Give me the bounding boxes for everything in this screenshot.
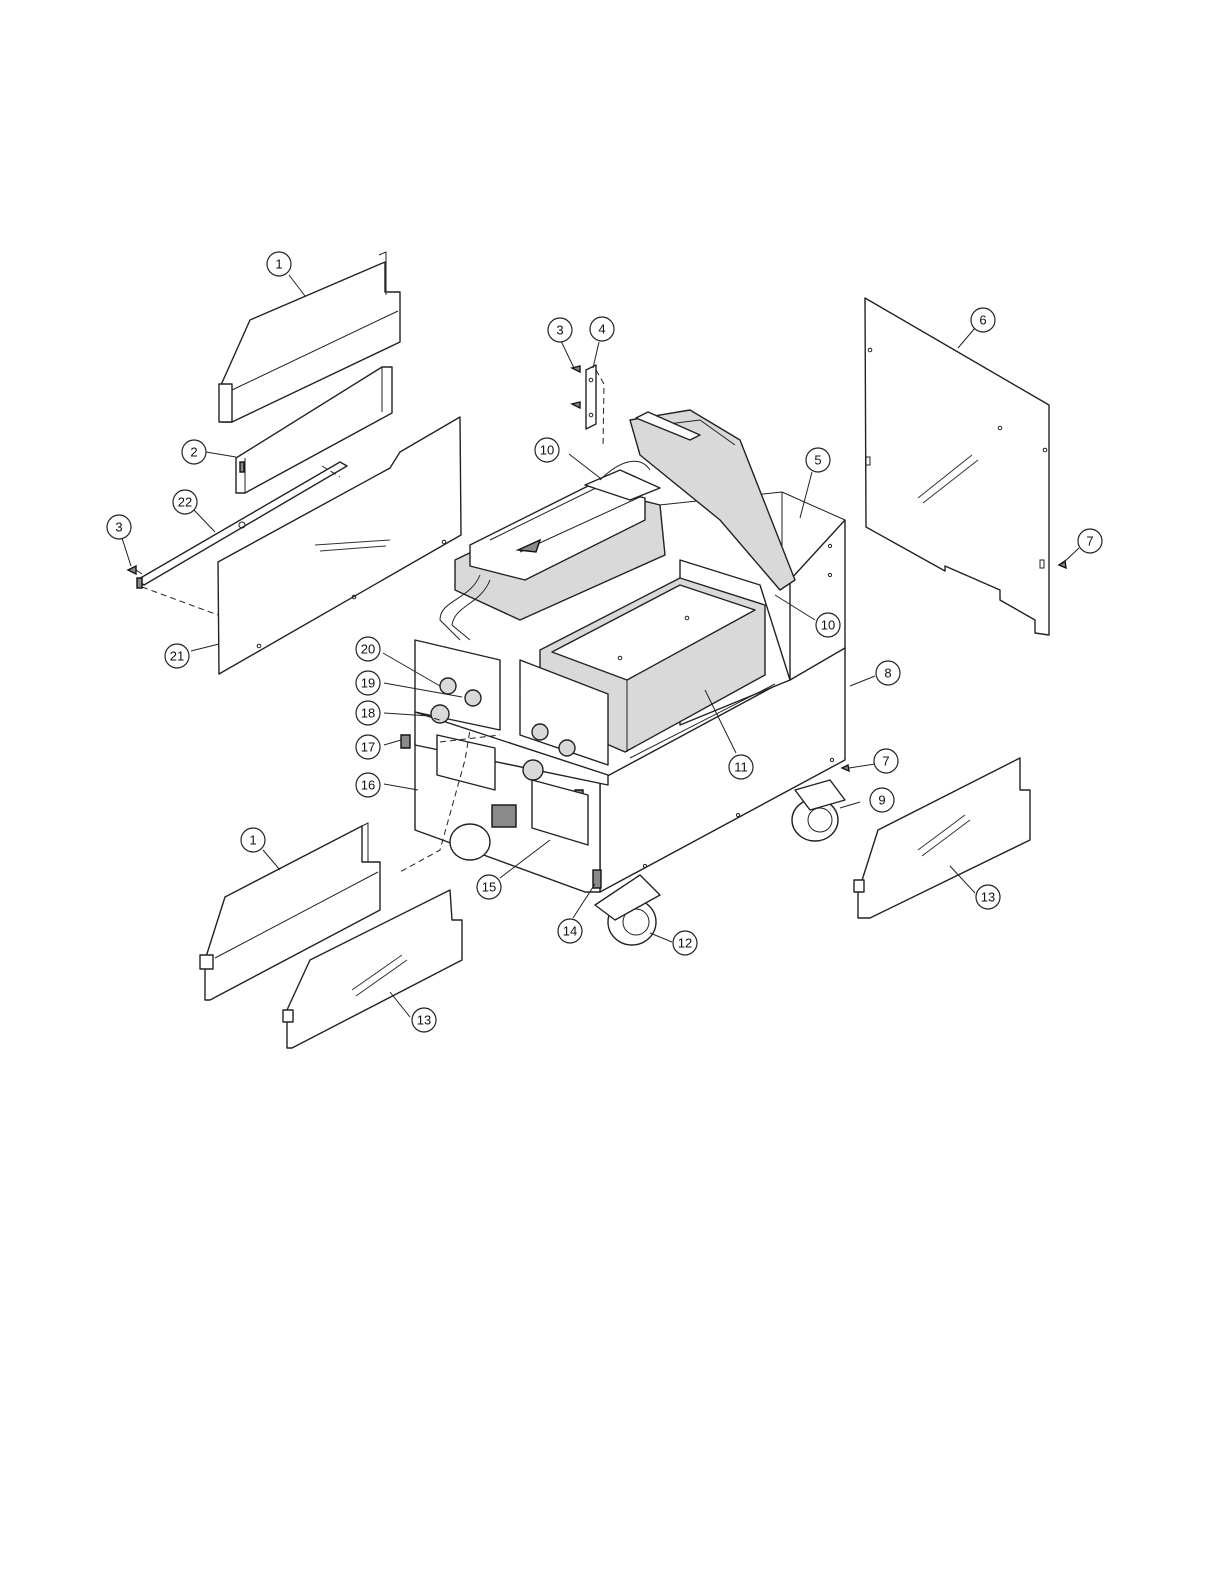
right-side-panel-part-6	[865, 298, 1049, 635]
svg-text:2: 2	[190, 445, 197, 460]
svg-text:17: 17	[361, 740, 375, 755]
svg-text:4: 4	[598, 322, 605, 337]
caster-part-9	[792, 780, 845, 841]
callout-18: 18	[356, 701, 380, 725]
callout-3-top: 3	[548, 318, 572, 342]
caster-rear-left	[450, 824, 490, 860]
svg-text:7: 7	[882, 754, 889, 769]
svg-text:15: 15	[482, 880, 496, 895]
side-panel-lower-right	[854, 758, 1030, 918]
svg-text:9: 9	[878, 793, 885, 808]
callout-22: 22	[173, 490, 197, 514]
svg-text:3: 3	[556, 323, 563, 338]
callout-15: 15	[477, 875, 501, 899]
svg-text:1: 1	[249, 833, 256, 848]
callout-14: 14	[558, 919, 582, 943]
callout-3-left: 3	[107, 515, 131, 539]
callout-6: 6	[971, 308, 995, 332]
svg-text:1: 1	[275, 257, 282, 272]
screw-part-3-left	[128, 566, 142, 574]
svg-text:7: 7	[1086, 534, 1093, 549]
callout-1-lower: 1	[241, 828, 265, 852]
svg-text:3: 3	[115, 520, 122, 535]
callout-16: 16	[356, 773, 380, 797]
svg-text:20: 20	[361, 642, 375, 657]
svg-text:8: 8	[884, 666, 891, 681]
upright-bracket-part-4	[572, 365, 604, 448]
callout-7-right: 7	[1078, 529, 1102, 553]
callout-11: 11	[729, 755, 753, 779]
callout-17: 17	[356, 735, 380, 759]
svg-text:18: 18	[361, 706, 375, 721]
callout-4: 4	[590, 317, 614, 341]
callout-20: 20	[356, 637, 380, 661]
svg-text:16: 16	[361, 778, 375, 793]
callout-9: 9	[870, 788, 894, 812]
svg-text:6: 6	[979, 313, 986, 328]
callout-10-upper: 10	[535, 438, 559, 462]
callout-2: 2	[182, 440, 206, 464]
callout-21: 21	[165, 644, 189, 668]
svg-text:12: 12	[678, 936, 692, 951]
svg-text:10: 10	[821, 618, 835, 633]
callout-7-lower: 7	[874, 749, 898, 773]
callout-19: 19	[356, 671, 380, 695]
callout-5: 5	[806, 448, 830, 472]
svg-text:11: 11	[734, 760, 748, 775]
svg-text:19: 19	[361, 676, 375, 691]
callout-1-upper: 1	[267, 252, 291, 276]
callout-8: 8	[876, 661, 900, 685]
svg-text:22: 22	[178, 495, 192, 510]
svg-text:10: 10	[540, 443, 554, 458]
svg-text:14: 14	[563, 924, 577, 939]
callout-12: 12	[673, 931, 697, 955]
callout-13-right: 13	[976, 885, 1000, 909]
callout-10-lower: 10	[816, 613, 840, 637]
callout-13-lower: 13	[412, 1008, 436, 1032]
svg-text:13: 13	[417, 1013, 431, 1028]
svg-text:5: 5	[814, 453, 821, 468]
svg-text:13: 13	[981, 890, 995, 905]
svg-text:21: 21	[170, 649, 184, 664]
